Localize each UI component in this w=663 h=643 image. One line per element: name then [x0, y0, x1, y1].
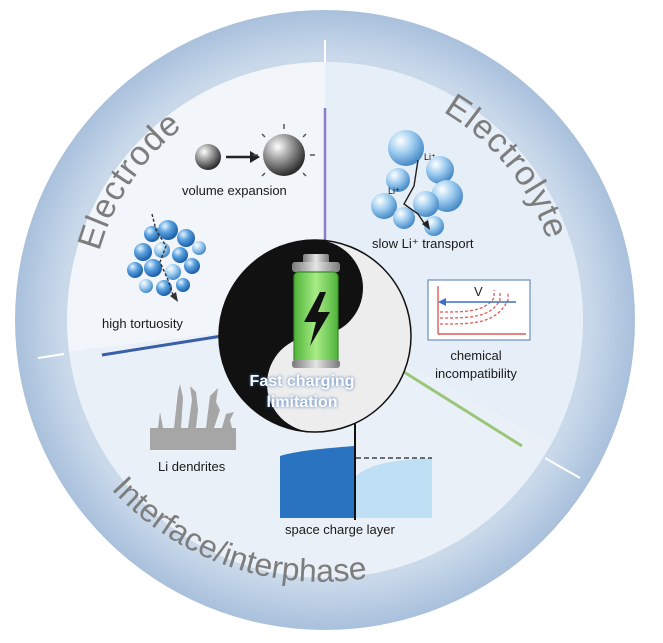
center-title-line1: Fast charging [249, 373, 355, 390]
li-dendrites-illustration [150, 384, 236, 450]
small-particle-icon [195, 144, 221, 170]
chemical-label: chemical [450, 348, 502, 363]
voltage-symbol: V [474, 284, 483, 299]
volume-expansion-label: volume expansion [182, 183, 287, 198]
slow-transport-illustration: Li⁺ Li⁺ [371, 130, 463, 236]
li-ion-label-2: Li⁺ [388, 186, 400, 196]
expanded-particle-icon [263, 134, 305, 176]
lightning-bolt-icon [304, 292, 330, 346]
slow-transport-label: slow Li⁺ transport [372, 236, 474, 251]
center-title: Fast charging limitation [232, 371, 372, 413]
center-title-line2: limitation [266, 394, 338, 411]
volume-expansion-illustration [195, 124, 315, 177]
battery-icon [292, 254, 340, 368]
divider-electrolyte-interface [403, 370, 523, 448]
tortuosity-illustration [127, 213, 206, 302]
li-dendrites-label: Li dendrites [158, 459, 226, 474]
space-charge-layer-illustration [280, 420, 432, 520]
ring-gap-right [544, 457, 581, 479]
divider-electrode-interface [101, 334, 223, 357]
high-tortuosity-label: high tortuosity [102, 316, 183, 331]
incompatibility-label: incompatibility [435, 366, 517, 381]
space-charge-label: space charge layer [285, 522, 395, 537]
chemical-incompatibility-illustration: V [427, 279, 531, 341]
li-ion-label: Li⁺ [424, 152, 436, 162]
ring-gap-left [37, 353, 65, 359]
